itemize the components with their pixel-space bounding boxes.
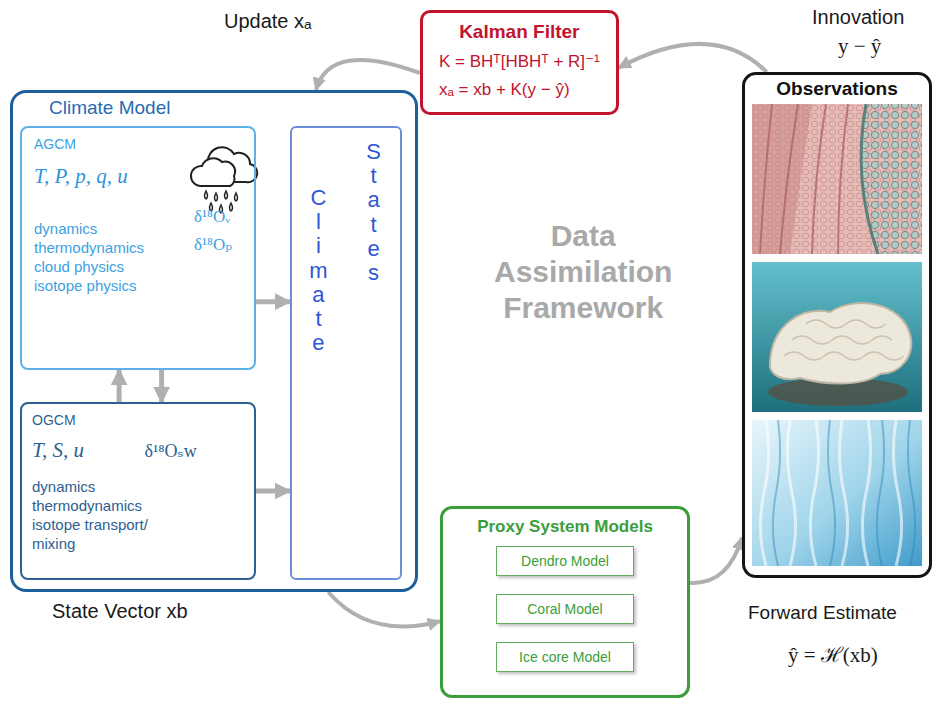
box-heading: AGCM bbox=[34, 136, 242, 152]
vertical-word: States bbox=[351, 140, 396, 285]
ice-streak bbox=[760, 420, 768, 566]
ice-streak bbox=[839, 420, 847, 566]
ring-line bbox=[760, 104, 772, 254]
vertical-word: Climate bbox=[296, 186, 341, 355]
coral-ridge bbox=[792, 336, 892, 344]
variable-list: T, P, p, q, u⃗ bbox=[34, 164, 242, 189]
process-list: dynamics thermodynamics cloud physics is… bbox=[34, 219, 147, 295]
isotope-variable: δ¹⁸Oᵥ bbox=[194, 203, 232, 231]
update-formula: xₐ = xb + K(y − ŷ) bbox=[439, 80, 600, 100]
flow-arrow bbox=[619, 44, 767, 72]
model-name: Ice core Model bbox=[507, 649, 623, 665]
wood-cells bbox=[752, 104, 922, 254]
ice-shadows bbox=[773, 420, 915, 566]
update-label: Update xₐ bbox=[224, 10, 312, 33]
filter-box: Kalman Filter K = BHᵀ[HBHᵀ + R]⁻¹ xₐ = xb … bbox=[420, 10, 619, 115]
growth-rings bbox=[760, 104, 848, 254]
label-holder: Forward Estimate bbox=[748, 602, 897, 624]
ring-line bbox=[780, 104, 798, 254]
state-vector-label: State Vector xb bbox=[52, 600, 188, 623]
ring-band bbox=[752, 104, 812, 254]
photo-ground bbox=[752, 420, 922, 566]
cloud-outline bbox=[191, 158, 235, 186]
proxy-model-box: Ice core Model bbox=[496, 642, 634, 672]
tree-ring-photo bbox=[752, 104, 922, 254]
ice-streak bbox=[810, 420, 818, 566]
variable-list: T, S, u⃗ bbox=[32, 438, 100, 463]
model-name: Coral Model bbox=[507, 601, 623, 617]
box-heading: Kalman Filter bbox=[439, 21, 600, 43]
label-holder: Data Assimilation Framework bbox=[494, 218, 672, 326]
flow-arrow bbox=[117, 370, 122, 402]
label-holder: Update xₐ bbox=[224, 10, 312, 33]
coral-ridge bbox=[784, 352, 904, 360]
flow-arrow bbox=[159, 370, 164, 402]
ice-shadow bbox=[773, 420, 780, 566]
label-holder: Innovation bbox=[812, 6, 904, 29]
coral-photo bbox=[752, 262, 922, 412]
photo-ground bbox=[752, 262, 922, 412]
center-title: Data Assimilation Framework bbox=[494, 218, 672, 326]
ring-line bbox=[838, 104, 848, 254]
ice-streaks bbox=[760, 420, 901, 566]
flow-arrow bbox=[328, 592, 440, 626]
raindrop bbox=[205, 191, 208, 199]
box-heading: OGCM bbox=[32, 412, 244, 428]
flow-arrow bbox=[256, 489, 290, 494]
model-name: Dendro Model bbox=[507, 553, 623, 569]
process-list: dynamics thermodynamics isotope transpor… bbox=[32, 477, 151, 553]
proxy-panel: Proxy System ModelsDendro ModelCoral Mod… bbox=[440, 506, 690, 698]
ice-streak bbox=[787, 420, 795, 566]
bark-cells bbox=[861, 104, 922, 254]
forward-label: Forward Estimate bbox=[748, 602, 897, 624]
ice-streak bbox=[862, 420, 870, 566]
panel-heading: Climate Model bbox=[49, 97, 415, 119]
model-panel: Climate ModelAGCM T, P, p, q, u⃗ dynamics … bbox=[10, 90, 418, 592]
text-group: ClimateStates bbox=[292, 128, 400, 355]
flow-arrow bbox=[690, 538, 742, 583]
observations-panel: Observations bbox=[742, 72, 932, 578]
coral-ridges bbox=[784, 320, 904, 360]
ice-shadow bbox=[828, 420, 835, 566]
isotope-variable: δ¹⁸Oₚ bbox=[194, 231, 232, 259]
photo-ground bbox=[752, 104, 922, 254]
ring-line bbox=[812, 104, 826, 254]
label-holder: y − ŷ bbox=[838, 34, 881, 59]
innovation-formula: y − ŷ bbox=[838, 34, 881, 59]
bark-edge bbox=[861, 104, 878, 254]
ice-shadow bbox=[908, 420, 915, 566]
ice-shadow bbox=[877, 420, 884, 566]
forward-formula: ŷ = ℋ(xb) bbox=[788, 640, 878, 668]
states-band: ClimateStates bbox=[290, 126, 402, 580]
raindrop bbox=[215, 193, 218, 201]
isotope-variable: δ¹⁸Oₛw bbox=[144, 438, 196, 462]
text-group: dynamics thermodynamics cloud physics is… bbox=[34, 189, 242, 295]
label-holder: State Vector xb bbox=[52, 600, 188, 623]
raindrop bbox=[225, 191, 228, 199]
ocean-box: OGCM T, S, u⃗ δ¹⁸Oₛw dynamics thermodynamic… bbox=[20, 402, 256, 580]
panel-heading: Observations bbox=[745, 78, 929, 100]
innovation-label: Innovation bbox=[812, 6, 904, 29]
flow-arrow bbox=[316, 60, 420, 90]
proxy-model-box: Coral Model bbox=[496, 594, 634, 624]
atmosphere-box: AGCM T, P, p, q, u⃗ dynamics thermodynamic… bbox=[20, 126, 256, 370]
cloud-icon bbox=[191, 147, 257, 213]
label-holder: ŷ = ℋ(xb) bbox=[788, 640, 878, 668]
ice-core-photo bbox=[752, 420, 922, 566]
text-group: T, S, u⃗ δ¹⁸Oₛw bbox=[32, 438, 244, 463]
text-group: δ¹⁸Oᵥδ¹⁸Oₚ bbox=[194, 189, 232, 259]
raindrop bbox=[235, 193, 238, 201]
gain-formula: K = BHᵀ[HBHᵀ + R]⁻¹ bbox=[439, 51, 600, 72]
flow-arrow bbox=[256, 299, 290, 304]
coral-ridge bbox=[806, 320, 886, 328]
panel-heading: Proxy System Models bbox=[443, 517, 687, 537]
proxy-model-box: Dendro Model bbox=[496, 546, 634, 576]
coral-body bbox=[770, 303, 911, 383]
ice-streak bbox=[893, 420, 901, 566]
